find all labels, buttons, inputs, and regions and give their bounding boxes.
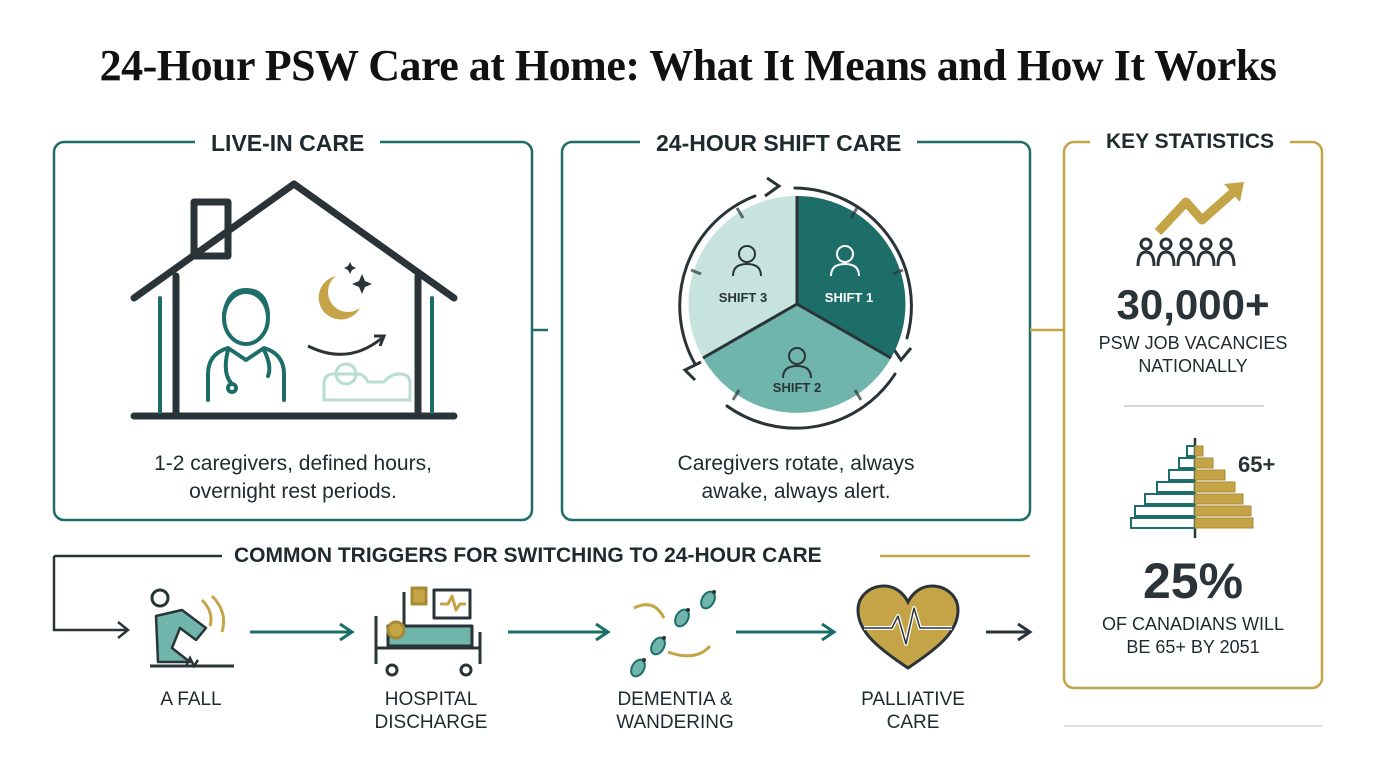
fall-icon bbox=[150, 588, 234, 669]
shift-3-slice bbox=[688, 195, 797, 358]
live-in-heading: LIVE-IN CARE bbox=[195, 128, 381, 158]
trigger-label-palliative: PALLIATIVE CARE bbox=[861, 689, 965, 733]
bed-icon bbox=[322, 362, 412, 402]
workforce-growth-icon bbox=[1136, 182, 1244, 267]
hospital-bed-icon bbox=[374, 586, 482, 677]
shift-1-caregiver-icon bbox=[830, 245, 860, 277]
moon-icon bbox=[318, 262, 372, 320]
house-illustration bbox=[130, 180, 458, 420]
trigger-label-hospital: HOSPITAL DISCHARGE bbox=[374, 689, 488, 733]
shift-care-description: Caregivers rotate, always awake, always … bbox=[677, 452, 915, 503]
vacancies-value: 30,000+ bbox=[1116, 281, 1270, 328]
shift-3-label: SHIFT 3 bbox=[719, 290, 767, 305]
stats-heading: KEY STATISTICS bbox=[1090, 127, 1291, 157]
shift-1-slice bbox=[797, 195, 906, 358]
trigger-label-dementia: DEMENTIA & WANDERING bbox=[616, 689, 734, 733]
footprints-icon bbox=[630, 590, 716, 678]
seniors-value: 25% bbox=[1142, 553, 1244, 609]
caregiver-icon bbox=[206, 288, 286, 402]
live-in-description: 1-2 caregivers, defined hours, overnight… bbox=[154, 452, 432, 503]
shift-2-caregiver-icon bbox=[782, 347, 812, 379]
vacancies-label: PSW JOB VACANCIES NATIONALLY bbox=[1098, 333, 1288, 376]
house-icon bbox=[130, 180, 458, 420]
shift-1-label: SHIFT 1 bbox=[825, 290, 873, 305]
triggers-heading: COMMON TRIGGERS FOR SWITCHING TO 24-HOUR… bbox=[222, 542, 834, 570]
population-pyramid-icon bbox=[1130, 438, 1254, 538]
shift-care-heading: 24-HOUR SHIFT CARE bbox=[640, 128, 918, 158]
shift-wheel: SHIFT 3 SHIFT 1 SHIFT 2 bbox=[678, 176, 913, 430]
triggers-flow bbox=[150, 584, 1033, 678]
page-title: 24-Hour PSW Care at Home: What It Means … bbox=[99, 41, 1277, 90]
shift-3-caregiver-icon bbox=[732, 245, 762, 277]
pyramid-age-label: 65+ bbox=[1238, 452, 1276, 477]
heart-pulse-icon bbox=[856, 584, 960, 670]
seniors-label: OF CANADIANS WILL BE 65+ BY 2051 bbox=[1101, 614, 1285, 657]
trigger-label-fall: A FALL bbox=[160, 689, 222, 710]
shift-2-label: SHIFT 2 bbox=[773, 380, 821, 395]
